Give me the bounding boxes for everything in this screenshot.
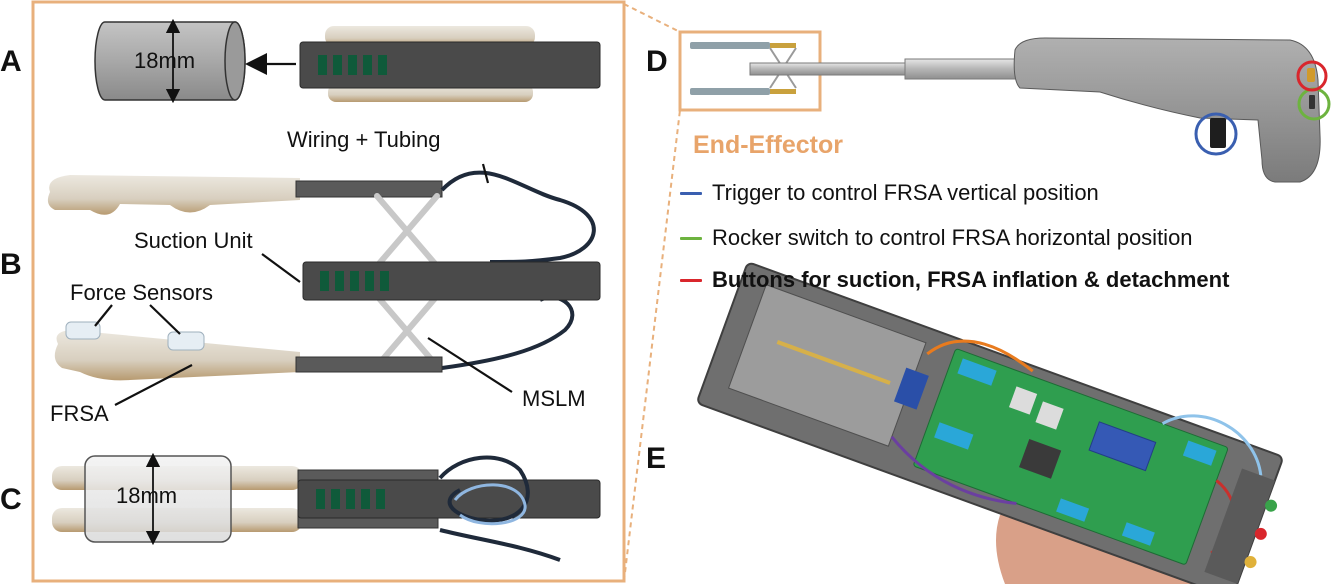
panel-label-d: D [646,45,668,78]
panel-d-graphic [678,30,1331,183]
end-effector-mini-bottom [690,88,770,95]
panel-label-e: E [646,442,667,475]
callout-mslm: MSLM [522,386,586,411]
panel-label-a: A [0,45,22,78]
device-trigger [1210,118,1226,148]
silicone-pad-top-a [325,26,535,46]
blue-motor [893,367,929,410]
zoom-connector-top [623,3,681,33]
connector-block-5 [1056,498,1090,522]
panel-label-c: C [0,483,22,516]
zoom-connector-bottom [623,109,681,582]
suction-unit-b [302,261,601,301]
panel-e-graphic [697,262,1283,584]
microcontroller-board [1088,421,1157,472]
callout-suction-unit: Suction Unit [134,228,253,253]
frsa-lower-arm [54,330,300,381]
panel-b-graphic [47,163,601,406]
force-sensor-callout-2 [149,304,181,335]
force-sensor-callout-1 [94,304,113,327]
legend-swatch-green [680,236,702,240]
connector-block-2 [934,422,974,450]
legend-text-buttons: Buttons for suction, FRSA inflation & de… [712,267,1230,292]
device-shaft-collar [904,58,1021,80]
tubing-loop-c [453,483,527,526]
connector-block-4 [1121,522,1155,546]
suction-unit-callout-line [261,253,301,283]
driver-chip-2 [1008,386,1038,415]
driver-chip-1 [1019,438,1062,479]
end-button-red [1254,527,1267,540]
suction-holes-c [316,489,385,509]
panel-label-b: B [0,248,22,281]
cylinder-diameter-label: 18mm [134,48,196,73]
device-rocker-switch [1309,95,1315,109]
end-effector-mini-top [690,42,770,49]
connector-block-1 [957,358,997,386]
control-pcb [913,348,1229,565]
end-button-yellow [1244,556,1257,569]
end-effector-mini-link-bottom [770,89,796,94]
connector-block-3 [1182,440,1217,466]
frsa-upper-arm [47,175,300,215]
frsa-callout-line [114,364,193,406]
wiring-callout-line [481,163,490,184]
housing-end-cap [1204,468,1275,584]
device-button [1307,68,1315,82]
legend-swatch-blue [680,191,702,195]
suction-unit-a [299,41,601,89]
legend-item-rocker: Rocker switch to control FRSA horizontal… [680,227,1193,249]
panel-c-graphic [52,452,601,562]
buttons-highlight-circle [1296,60,1328,92]
force-sensor-1 [65,321,101,340]
wire-orange [926,339,1034,373]
left-panel-frame [31,0,626,583]
legend-text-rocker: Rocker switch to control FRSA horizontal… [712,225,1193,250]
upper-arm-rail [295,180,443,198]
wire-blue-tube [1161,414,1263,476]
callout-force-sensors: Force Sensors [70,280,214,305]
force-sensor-2 [167,331,205,351]
sleeve-diameter-label: 18mm [116,483,178,508]
suction-holes-a [318,55,387,75]
callout-wiring-tubing: Wiring + Tubing [287,127,441,152]
lower-arm-rail [295,356,443,373]
trigger-highlight-circle [1194,112,1238,156]
callout-frsa: FRSA [50,401,109,426]
housing-rod [776,340,891,385]
suction-holes-b [320,271,389,291]
panel-a-graphic [94,18,601,104]
end-effector-label: End-Effector [693,131,843,159]
driver-chip-3 [1035,401,1064,430]
legend-item-trigger: Trigger to control FRSA vertical positio… [680,182,1099,204]
cylinder-gauge-end [224,21,246,101]
legend-swatch-red [680,278,702,282]
end-button-green [1265,499,1278,512]
mslm-callout-line [427,337,513,393]
wire-purple [890,435,1017,505]
mslm-links [374,193,440,369]
legend-item-buttons: Buttons for suction, FRSA inflation & de… [680,269,1229,291]
end-effector-mini-link-top [770,43,796,48]
legend-text-trigger: Trigger to control FRSA vertical positio… [712,180,1099,205]
device-handle [1013,37,1321,183]
